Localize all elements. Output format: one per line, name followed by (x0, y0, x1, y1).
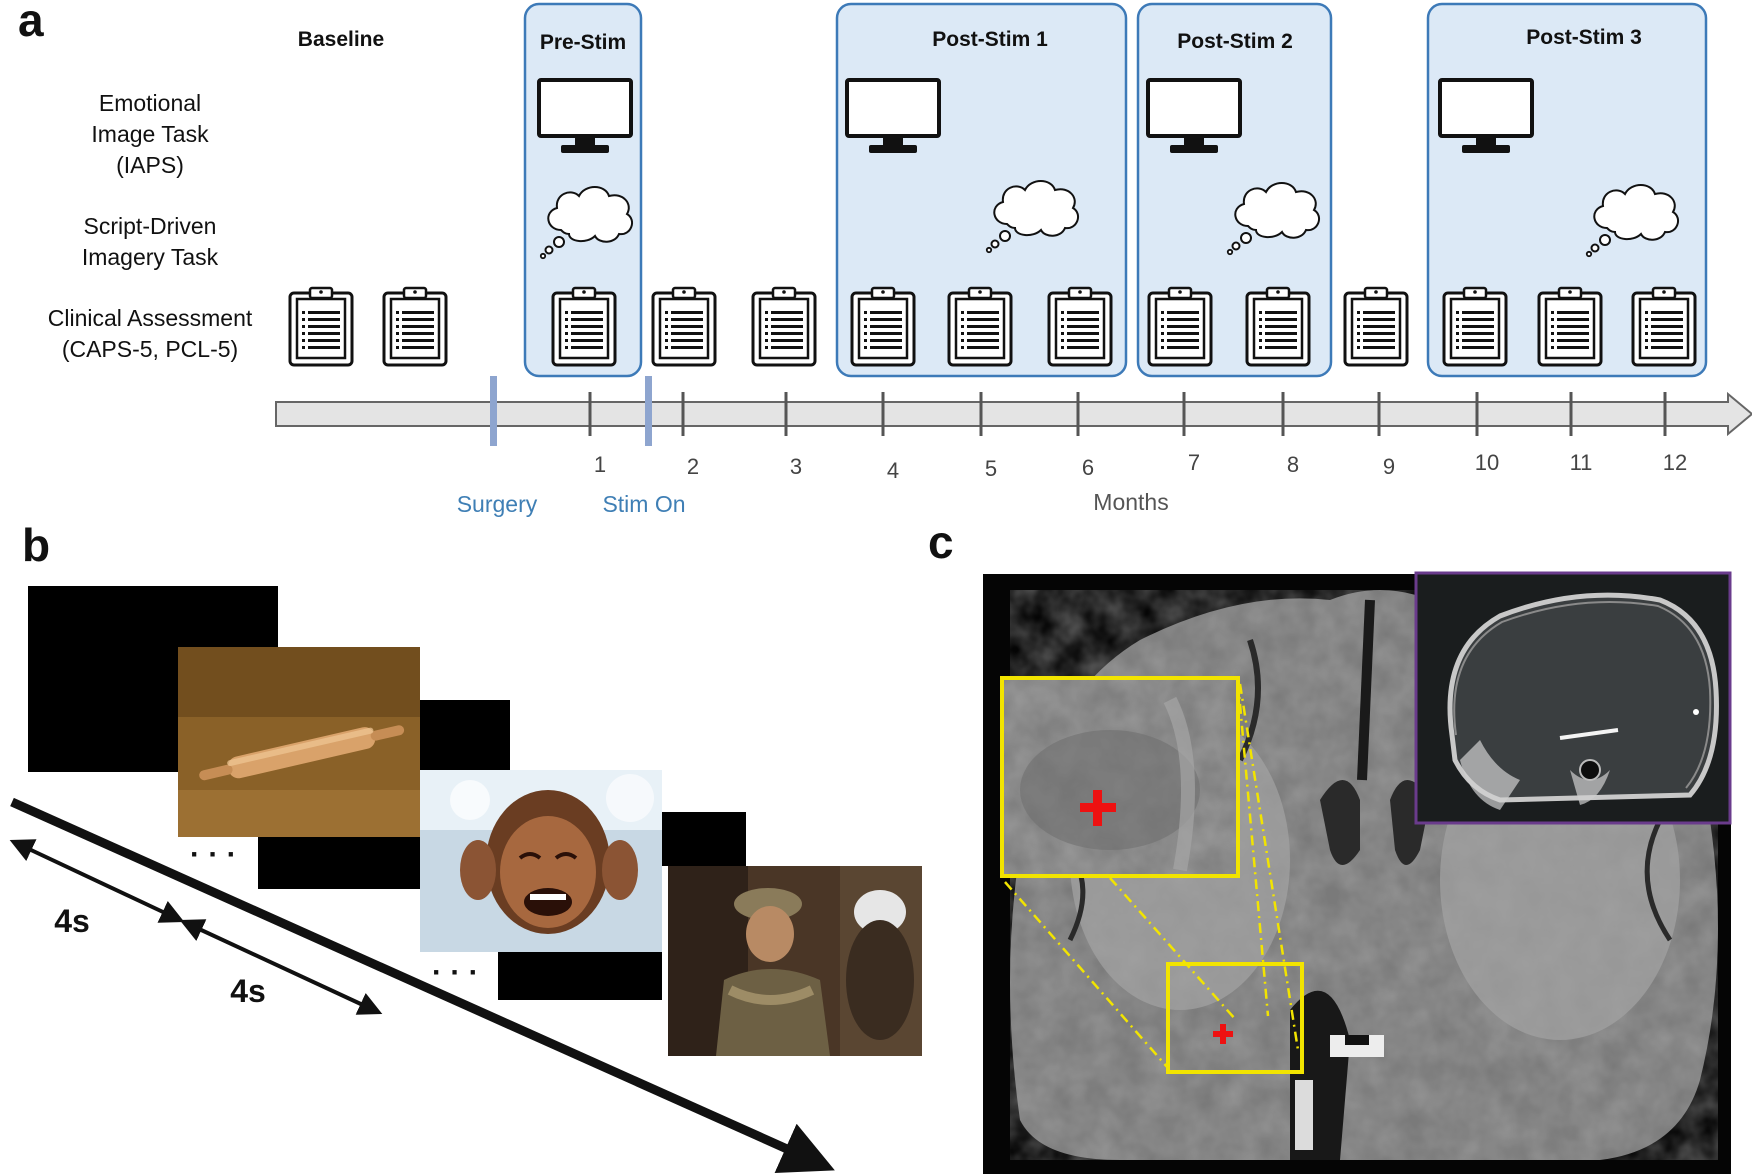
clipboard-icon (850, 286, 916, 367)
clipboard-icon (1631, 286, 1697, 367)
row-label-line: Image Task (91, 121, 209, 147)
clipboard-icon (751, 286, 817, 367)
zoom-line (1004, 881, 1169, 1069)
phase-title-baseline: Baseline (298, 28, 384, 51)
clipboard-icon (382, 286, 448, 367)
stim-on-marker (645, 376, 652, 446)
month-tick-label: 4 (887, 458, 899, 483)
phase-title-post-stim-1: Post-Stim 1 (932, 28, 1048, 51)
timeline-ticks (588, 392, 1667, 436)
month-tick-label: 8 (1287, 452, 1299, 477)
clipboard-icon (1343, 286, 1409, 367)
zoom-line (1238, 683, 1300, 1051)
timeline-arrow (275, 391, 1752, 437)
phase-title-post-stim-3: Post-Stim 3 (1526, 26, 1642, 49)
month-tick-label: 9 (1383, 454, 1395, 479)
fixation-screen (498, 952, 662, 1000)
month-tick-label: 1 (594, 452, 606, 477)
stimulus-sequence: · · · · · · (28, 586, 922, 1056)
month-tick-label: 2 (687, 454, 699, 479)
zoom-inset (1000, 676, 1240, 878)
month-tick-label: 12 (1663, 450, 1687, 475)
x-axis-label: Months (1093, 489, 1168, 515)
clipboard-icon (551, 286, 617, 367)
clipboard-icon (947, 286, 1013, 367)
clipboard-icon (651, 286, 717, 367)
row-label-line: Emotional (99, 90, 201, 116)
fixation-screen (420, 700, 510, 770)
row-label-line: Clinical Assessment (48, 305, 253, 331)
roi-box (1166, 962, 1304, 1074)
clipboard-icon (1537, 286, 1603, 367)
phase-title-prestim: Pre-Stim (540, 31, 626, 54)
month-tick-label: 11 (1570, 450, 1593, 475)
month-tick-label: 6 (1082, 455, 1094, 480)
row-label-emotional-image-task: Emotional Image Task (IAPS) (91, 90, 209, 178)
surgery-marker (490, 376, 497, 446)
duration-label-1: 4s (54, 903, 90, 939)
panel-c-label: c (928, 516, 954, 568)
fixation-screen (258, 837, 420, 889)
fixation-screen (662, 812, 746, 866)
event-label-stim-on: Stim On (602, 491, 685, 517)
clipboard-icon (1245, 286, 1311, 367)
ct-sagittal-inset (1414, 571, 1732, 825)
month-tick-label: 7 (1188, 450, 1200, 475)
neutral-image-rolling-pin (178, 647, 420, 837)
panel-a-label: a (18, 0, 44, 46)
clipboard-icon (1442, 286, 1508, 367)
target-marker-large (1080, 790, 1116, 826)
clipboard-icon (1047, 286, 1113, 367)
zoom-line (1236, 681, 1270, 1017)
sequence-ellipsis: · · · (432, 956, 479, 989)
row-label-line: Imagery Task (82, 244, 219, 270)
panel-b-label: b (22, 519, 50, 571)
negative-image-soldier (668, 866, 922, 1056)
duration-arrow-2 (179, 919, 383, 1015)
row-label-line: Script-Driven (84, 213, 217, 239)
sequence-ellipsis: · · · (190, 838, 237, 871)
positive-image-laughing-child (420, 770, 662, 952)
month-tick-label: 5 (985, 456, 997, 481)
clipboard-icon (1147, 286, 1213, 367)
row-label-line: (CAPS-5, PCL-5) (62, 336, 238, 362)
phase-title-post-stim-2: Post-Stim 2 (1177, 30, 1293, 53)
duration-arrow-1 (9, 839, 185, 923)
zoom-line (1109, 877, 1237, 1021)
month-tick-label: 3 (790, 454, 802, 479)
duration-label-2: 4s (230, 973, 266, 1009)
target-marker-small (1213, 1024, 1233, 1044)
clipboard-icon (288, 286, 354, 367)
month-tick-label: 10 (1475, 450, 1499, 475)
row-label-clinical-assessment: Clinical Assessment (CAPS-5, PCL-5) (48, 305, 253, 362)
row-label-line: (IAPS) (116, 152, 184, 178)
row-label-script-driven-imagery: Script-Driven Imagery Task (82, 213, 219, 270)
event-label-surgery: Surgery (457, 491, 538, 517)
